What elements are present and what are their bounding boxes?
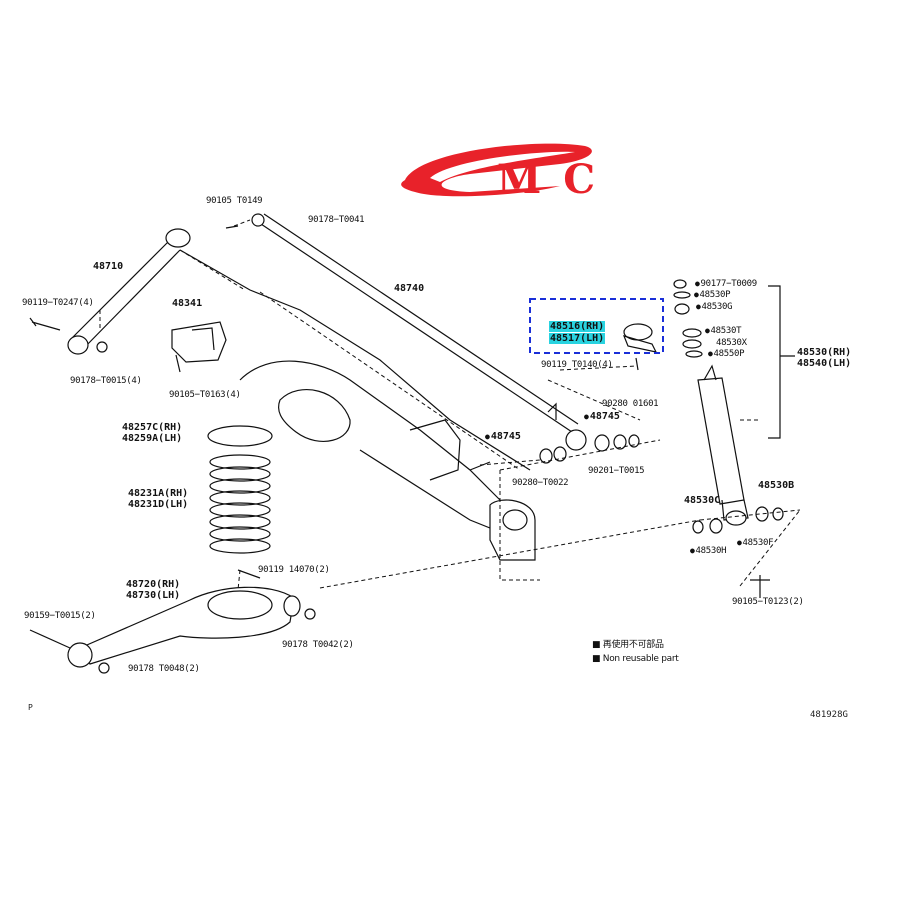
label-48530c: 48530C: [684, 495, 721, 506]
upper-mount-stack: [622, 279, 703, 371]
label-90178-t0042: 90178 T0042(2): [282, 640, 354, 650]
label-48517-text: 48517(LH): [549, 333, 606, 344]
logo-text: MC: [497, 156, 618, 203]
label-90201-t0015: 90201−T0015: [588, 466, 645, 476]
label-48530p-top: 48530P: [694, 290, 731, 300]
label-90119-t0140: 90119 T0140(4): [541, 360, 613, 370]
bracket-48341: [171, 321, 227, 373]
label-90178-t0041: 90178−T0041: [308, 215, 365, 225]
highlight-box: [529, 298, 664, 354]
lateral-rod-48710: [29, 228, 191, 355]
label-48530x: 48530X: [716, 338, 747, 348]
label-48740: 48740: [394, 283, 425, 294]
lateral-rod-48740: [225, 213, 587, 451]
label-90105-t0163: 90105−T0163(4): [169, 390, 241, 400]
logo-swoosh-inner: [430, 151, 575, 182]
label-48530f: 48530F: [737, 538, 774, 548]
label-48720: 48720(RH): [126, 579, 181, 590]
label-90178-t0015: 90178−T0015(4): [70, 376, 142, 386]
label-48530g: 48530G: [696, 302, 733, 312]
label-90105-t0149: 90105 T0149: [206, 196, 263, 206]
label-48530t: 48530T: [705, 326, 742, 336]
label-90177-t0009: 90177−T0009: [695, 279, 758, 289]
label-48745-b: 48745: [485, 432, 521, 442]
dashed-leaders: [99, 219, 801, 591]
axle-beam: [179, 249, 536, 561]
label-48530-rh: 48530(RH): [797, 347, 852, 358]
label-48231d: 48231D(LH): [128, 499, 189, 510]
trailing-arm-48720: [29, 569, 316, 674]
label-48257c: 48257C(RH): [122, 422, 183, 433]
legend-line-en: ■ Non reusable part: [592, 654, 679, 664]
label-90119-t0247: 90119−T0247(4): [22, 298, 94, 308]
label-48530b: 48530B: [758, 480, 795, 491]
label-48259a: 48259A(LH): [122, 433, 183, 444]
label-90119-14070: 90119 14070(2): [258, 565, 330, 575]
label-48540-lh: 48540(LH): [797, 358, 852, 369]
label-48550p: 48550P: [708, 349, 745, 359]
label-90178-t0048: 90178 T0048(2): [128, 664, 200, 674]
figure-code: 481928G: [810, 710, 848, 720]
label-48517: 48517(LH): [549, 333, 606, 344]
rod-end-bushings: [539, 434, 640, 464]
label-90159-t0015: 90159−T0015(2): [24, 611, 96, 621]
corner-mark: P: [28, 703, 33, 712]
label-48341: 48341: [172, 298, 203, 309]
assembly-bracket: [768, 285, 795, 439]
label-48710: 48710: [93, 261, 124, 272]
legend-line-ja: ■ 再使用不可部品: [592, 640, 664, 650]
label-90105-t0123: 90105−T0123(2): [732, 597, 804, 607]
label-48231a: 48231A(RH): [128, 488, 189, 499]
label-48730: 48730(LH): [126, 590, 181, 601]
label-48516: 48516(RH): [549, 321, 606, 332]
label-48745-a: 48745: [584, 412, 620, 422]
coil-spring: [207, 425, 273, 554]
lower-bushings: [692, 506, 784, 598]
label-90280-01601: 90280 01601: [602, 399, 659, 409]
shock-absorber: [697, 364, 749, 526]
label-90280-t0022: 90280−T0022: [512, 478, 569, 488]
label-48530h: 48530H: [690, 546, 727, 556]
label-48516-text: 48516(RH): [549, 321, 606, 332]
